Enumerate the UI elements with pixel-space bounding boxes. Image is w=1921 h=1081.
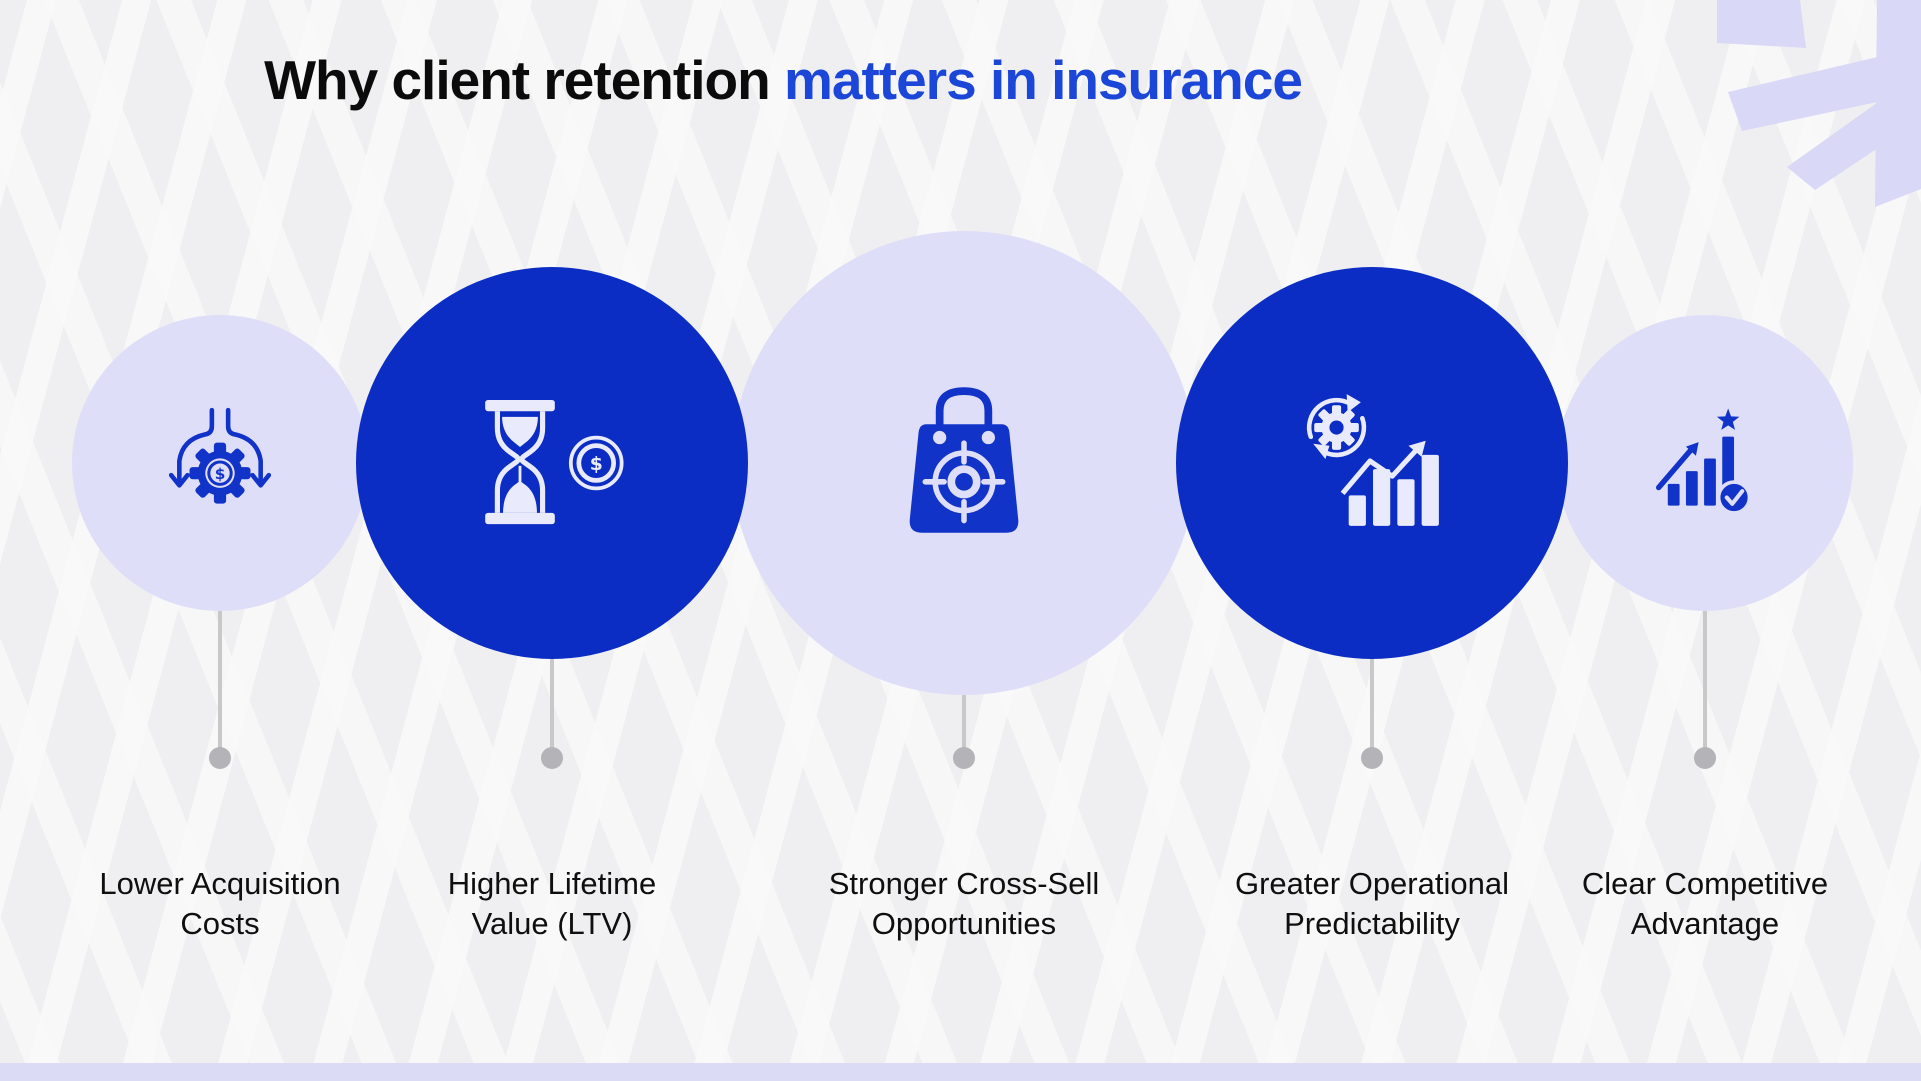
benefit-label-line2: Costs xyxy=(180,906,260,941)
page-title: Why client retention matters in insuranc… xyxy=(264,48,1303,112)
title-black-part: Why client retention xyxy=(264,49,771,111)
benefit-label: Higher Lifetime Value (LTV) xyxy=(382,864,722,944)
hourglass-dollar-coin-icon: $ xyxy=(485,399,624,525)
benefit-label: Clear Competitive Advantage xyxy=(1535,864,1875,944)
benefit-circle xyxy=(732,231,1196,695)
title-blue-part: matters in insurance xyxy=(783,49,1303,111)
connector-line xyxy=(218,611,222,748)
benefit-label-line2: Advantage xyxy=(1630,906,1780,941)
connector-dot xyxy=(953,747,975,769)
benefit-label-line2: Opportunities xyxy=(871,906,1057,941)
benefit-label: Lower Acquisition Costs xyxy=(50,864,390,944)
benefit-label-line1: Stronger Cross-Sell xyxy=(828,866,1100,901)
benefit-label-line1: Lower Acquisition xyxy=(99,866,341,901)
connector-dot xyxy=(541,747,563,769)
connector-dot xyxy=(1694,747,1716,769)
cost-reduction-gear-dollar-icon: $ xyxy=(168,407,272,504)
connector-line xyxy=(550,659,554,748)
benefit-circle: $ xyxy=(72,315,368,611)
benefit-label: Stronger Cross-Sell Opportunities xyxy=(794,864,1134,944)
connector-dot xyxy=(209,747,231,769)
north-east-arrow-burst-icon xyxy=(1717,0,1921,207)
shopping-bag-target-icon xyxy=(909,387,1019,533)
benefit-label-line2: Value (LTV) xyxy=(471,906,633,941)
svg-text:$: $ xyxy=(590,454,603,475)
connector-line xyxy=(1370,659,1374,748)
benefit-circle: $ xyxy=(356,267,748,659)
benefit-label-line1: Greater Operational xyxy=(1235,866,1509,901)
benefit-circle xyxy=(1176,267,1568,659)
benefit-circle xyxy=(1557,315,1853,611)
benefit-label-line1: Higher Lifetime xyxy=(447,866,657,901)
connector-dot xyxy=(1361,747,1383,769)
connector-line xyxy=(962,695,966,748)
svg-text:$: $ xyxy=(215,465,226,483)
connector-line xyxy=(1703,611,1707,748)
benefit-label: Greater Operational Predictability xyxy=(1202,864,1542,944)
bottom-accent-bar xyxy=(0,1063,1921,1081)
bar-chart-star-check-icon xyxy=(1655,408,1752,515)
benefit-label-line2: Predictability xyxy=(1284,906,1460,941)
process-gear-growth-chart-icon xyxy=(1306,394,1439,526)
benefit-label-line1: Clear Competitive xyxy=(1581,866,1829,901)
